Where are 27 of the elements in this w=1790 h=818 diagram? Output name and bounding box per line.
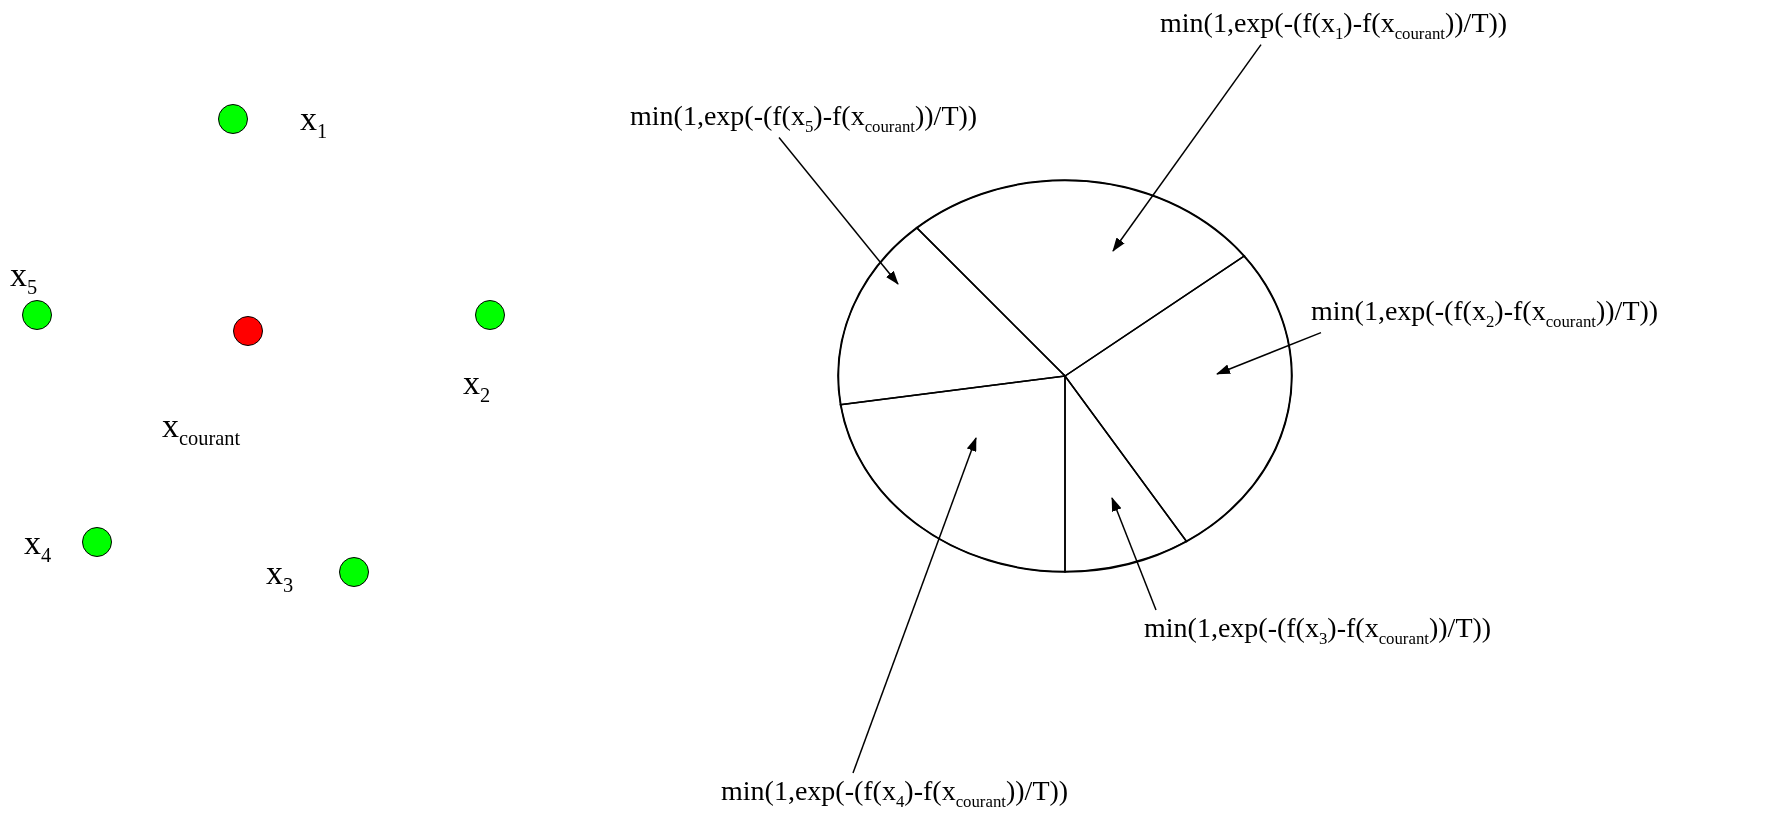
probability-formula: min(1,exp(-(f(x$_{1}$)-f(x$_{courant}$))/T)) [1160, 5, 1508, 45]
point-label: x$_{courant}$ [162, 407, 241, 450]
probability-formula: min(1,exp(-(f(x$_{5}$)-f(x$_{courant}$))/T)) [630, 98, 978, 138]
leader-arrow [1111, 497, 1157, 611]
point-label: x$_{1}$ [300, 100, 328, 143]
probability-formula: min(1,exp(-(f(x$_{2}$)-f(x$_{courant}$))/T)) [1311, 293, 1659, 333]
point-dot [82, 527, 112, 557]
leader-arrow [1216, 331, 1322, 375]
probability-formula: min(1,exp(-(f(x$_{4}$)-f(x$_{courant}$))/T)) [721, 773, 1069, 813]
point-dot [22, 300, 52, 330]
pie-slice [839, 375, 1066, 573]
point-dot [233, 316, 263, 346]
leader-arrow [1112, 43, 1262, 252]
point-label: x$_{2}$ [463, 364, 491, 407]
pie-slice [1064, 255, 1293, 543]
point-dot [218, 104, 248, 134]
leader-arrow [852, 437, 977, 774]
pie-slice [1064, 375, 1188, 573]
point-label: x$_{4}$ [24, 524, 52, 567]
pie-slice [837, 226, 1066, 406]
point-dot [475, 300, 505, 330]
point-dot [339, 557, 369, 587]
pie-ellipse [838, 180, 1292, 572]
point-label: x$_{3}$ [266, 554, 294, 597]
probability-formula: min(1,exp(-(f(x$_{3}$)-f(x$_{courant}$))/T)) [1144, 610, 1492, 650]
leader-arrow [778, 136, 899, 285]
point-label: x$_{5}$ [10, 256, 38, 299]
